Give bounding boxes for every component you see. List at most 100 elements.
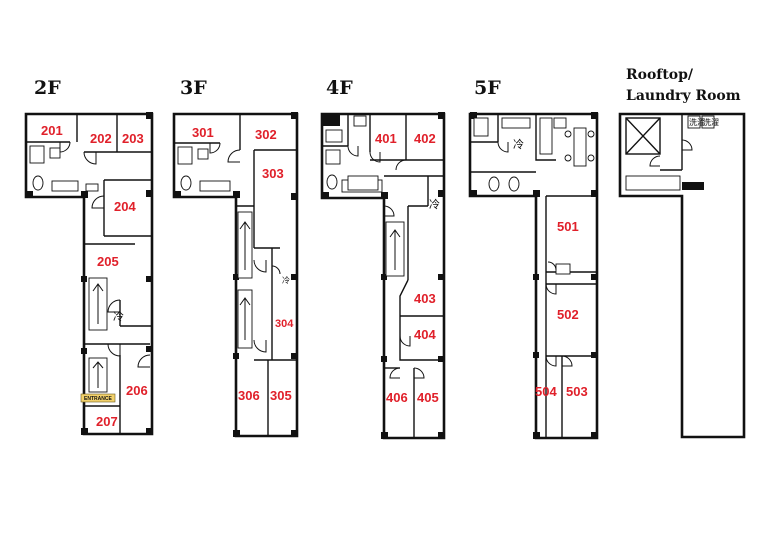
door-swing — [547, 261, 557, 271]
room-204: 204 — [114, 199, 136, 214]
room-502: 502 — [557, 307, 579, 322]
floor-3f: 3F 冷 301 302 — [172, 77, 299, 438]
column — [533, 432, 540, 439]
door-swing — [253, 259, 267, 273]
wall — [119, 300, 152, 327]
wall — [546, 271, 597, 285]
room-304: 304 — [275, 318, 294, 330]
washer-icon: 洗濯 — [703, 117, 719, 127]
door-swing — [649, 155, 661, 167]
column — [291, 430, 298, 437]
column — [81, 276, 87, 282]
refrigerator-icon: 冷 — [113, 310, 124, 323]
wall — [407, 205, 428, 280]
column — [438, 274, 444, 280]
door-swing — [413, 367, 425, 379]
sink-fixture — [197, 148, 209, 160]
door-swing — [271, 265, 281, 275]
column — [291, 193, 298, 200]
column — [533, 352, 539, 358]
room-403: 403 — [414, 291, 436, 306]
door-swing — [399, 335, 411, 347]
room-405: 405 — [417, 390, 439, 405]
door-swing — [83, 151, 97, 165]
entrance-label: ENTRANCE — [84, 396, 112, 402]
stair-arrow-icon — [239, 297, 251, 340]
door-swing — [545, 283, 557, 295]
chair-fixture — [564, 154, 572, 162]
column — [146, 346, 152, 352]
counter-fixture — [85, 183, 99, 192]
column — [26, 191, 33, 198]
room-501: 501 — [557, 219, 579, 234]
toilet-fixture — [488, 176, 500, 192]
wall-304 — [254, 248, 297, 361]
room-504: 504 — [535, 384, 557, 399]
rooftop-title-line2: Laundry Room — [626, 88, 741, 104]
door-swing — [107, 299, 121, 313]
floor-5f: 5F — [468, 77, 599, 440]
column — [81, 428, 88, 435]
wall-block — [682, 182, 704, 190]
column — [381, 274, 387, 280]
stair-arrow-icon — [92, 283, 104, 324]
sink-fixture — [501, 117, 531, 129]
chair-fixture — [587, 130, 595, 138]
column — [233, 191, 240, 198]
door-swing — [681, 139, 693, 151]
column — [591, 352, 597, 358]
column — [233, 274, 239, 280]
room-205: 205 — [97, 254, 119, 269]
sink-fixture — [49, 147, 61, 159]
room-402: 402 — [414, 131, 436, 146]
column — [233, 430, 240, 437]
column — [591, 190, 598, 197]
room-206: 206 — [126, 383, 148, 398]
column — [322, 192, 329, 199]
table-fixture — [573, 127, 587, 167]
refrigerator-icon: 冷 — [429, 198, 440, 211]
room-303: 303 — [262, 166, 284, 181]
shower-fixture — [29, 145, 45, 164]
floor-title-2f: 2F — [34, 77, 61, 99]
room-306: 306 — [238, 388, 260, 403]
washer-icon: 洗濯 — [689, 117, 705, 127]
column — [291, 112, 298, 119]
door-swing — [561, 355, 573, 367]
column — [438, 112, 445, 119]
door-swing — [383, 205, 395, 217]
room-401: 401 — [375, 131, 397, 146]
refrigerator-icon: 冷 — [282, 275, 290, 285]
rooftop-outline — [618, 112, 746, 439]
entrance-badge — [80, 393, 116, 403]
door-swing — [545, 355, 557, 367]
column — [533, 274, 539, 280]
toilet-fixture — [180, 175, 192, 191]
door-swing — [369, 151, 381, 163]
room-406: 406 — [386, 390, 408, 405]
shower-fixture — [325, 149, 341, 165]
floor-rooftop: Rooftop/ Laundry Room 洗濯 洗濯 — [618, 67, 746, 439]
room-305: 305 — [270, 388, 292, 403]
stair-arrow-icon — [239, 221, 251, 270]
column — [233, 353, 239, 359]
toilet-fixture — [326, 174, 338, 190]
floor-title-5f: 5F — [474, 77, 501, 99]
column — [146, 428, 153, 435]
wall — [470, 114, 499, 143]
column — [381, 356, 387, 362]
room-201: 201 — [41, 123, 63, 138]
door-swing — [497, 141, 509, 153]
shower-fixture — [473, 117, 489, 137]
door-swing — [253, 339, 267, 353]
staircase — [625, 175, 681, 191]
chair-fixture — [564, 130, 572, 138]
column — [381, 192, 388, 199]
door-swing — [395, 159, 407, 171]
wall-block — [322, 114, 340, 126]
chair-fixture — [587, 154, 595, 162]
wall — [322, 114, 349, 147]
stair-void — [625, 117, 661, 155]
door-swing — [91, 195, 105, 209]
